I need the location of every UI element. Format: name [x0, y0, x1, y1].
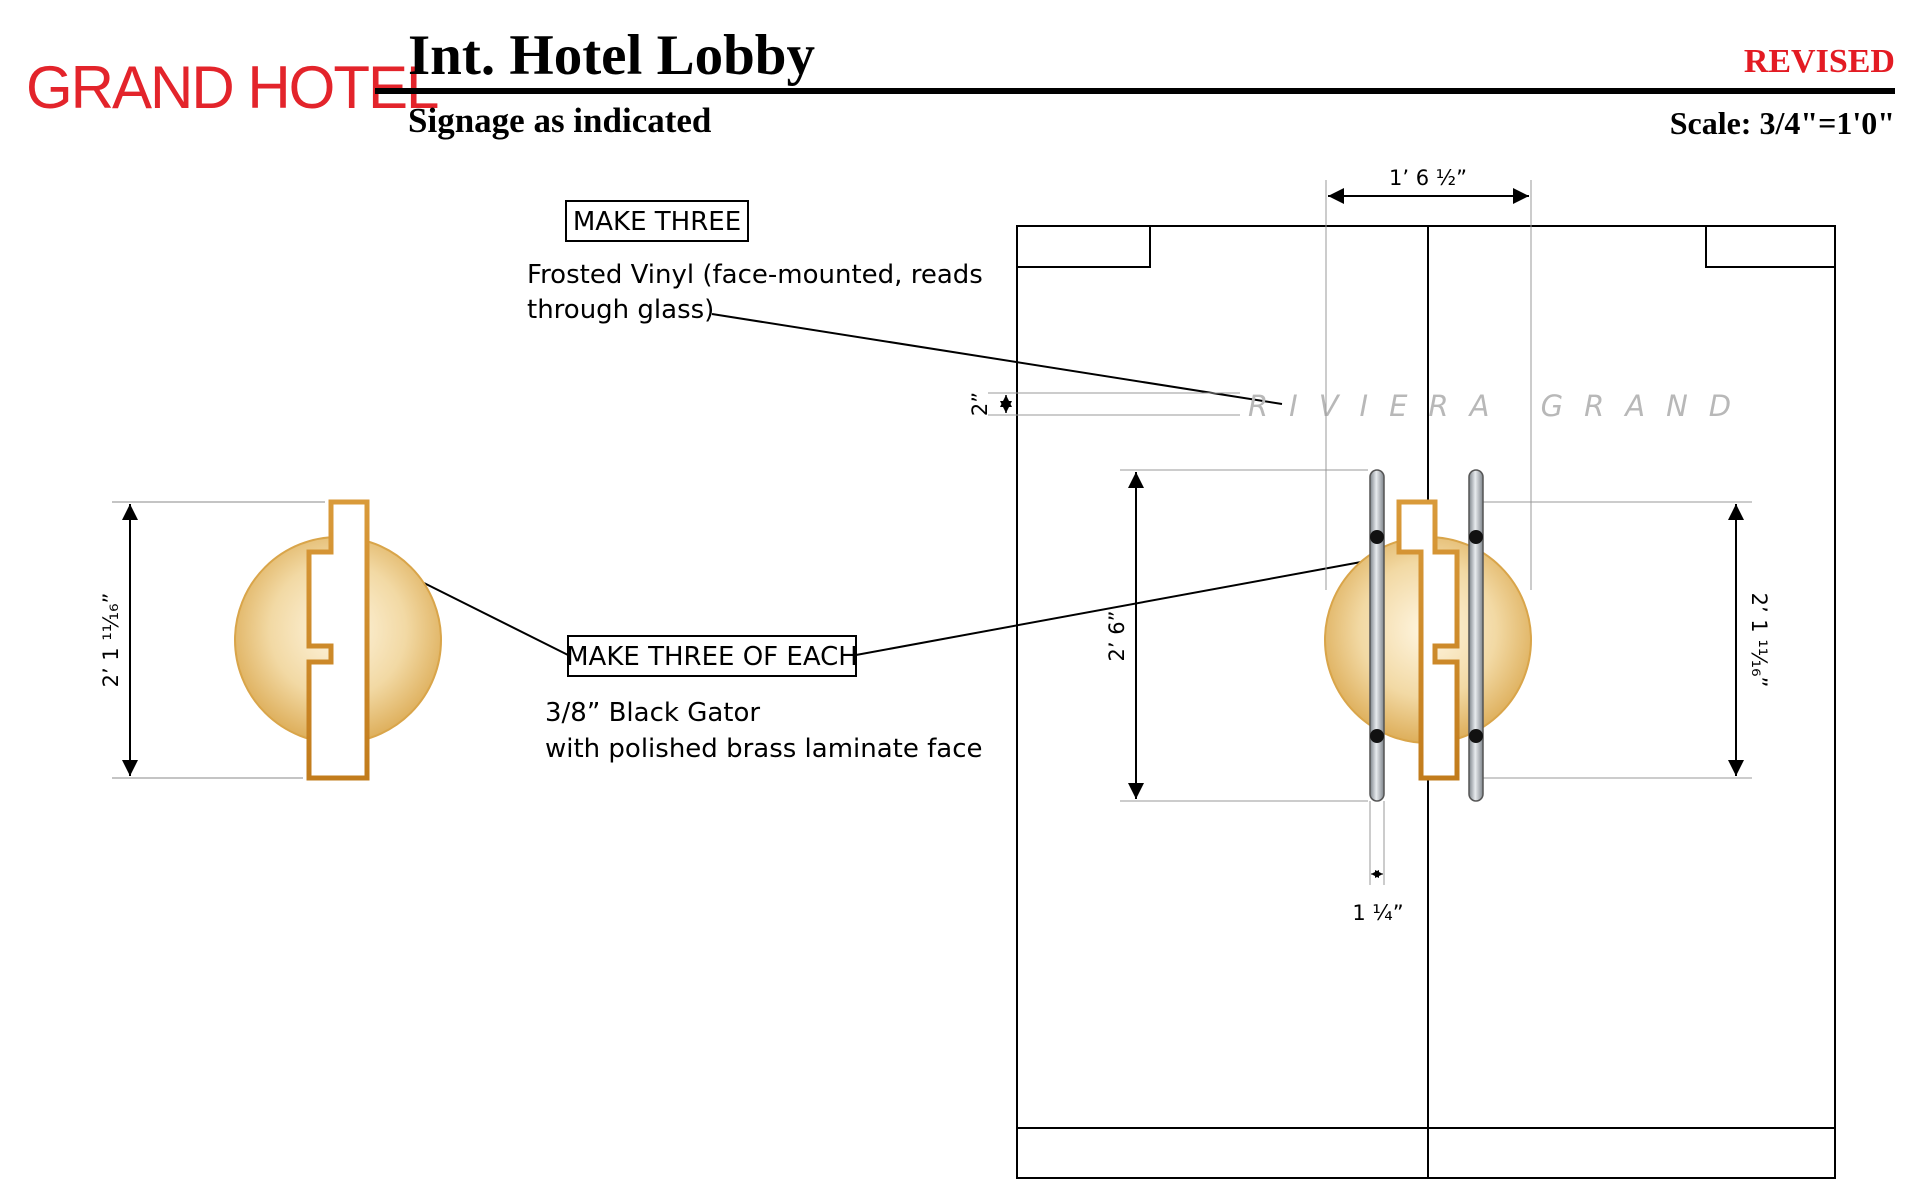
- top-patch-left: [1017, 226, 1151, 268]
- handle-standoff-left-bottom: [1370, 729, 1384, 743]
- vinyl-height-label: 2”: [968, 392, 992, 416]
- brand-logo: GRAND HOTEL: [26, 54, 438, 121]
- logo-height-right: 2’ 1 ¹¹⁄₁₆”: [1747, 593, 1771, 688]
- brass-logo-detail: [234, 499, 442, 781]
- door-frame: [1016, 225, 1836, 1179]
- handle-length-label: 2’ 6”: [1105, 611, 1129, 662]
- make-three-of-each-box: [567, 635, 857, 677]
- door-handle-left: [1369, 469, 1385, 802]
- brass-leader-right: [855, 559, 1373, 656]
- handle-standoff-right-bottom: [1469, 729, 1483, 743]
- brass-leader-left: [423, 582, 569, 656]
- page-title: Int. Hotel Lobby: [408, 24, 815, 87]
- handle-standoff-right-top: [1469, 530, 1483, 544]
- revised-badge: REVISED: [1744, 43, 1895, 80]
- door-brass-logo: [1324, 499, 1532, 781]
- vinyl-description-line2: through glass): [527, 295, 714, 325]
- brass-description-line2: with polished brass laminate face: [545, 734, 983, 764]
- make-three-of-each-label: MAKE THREE OF EACH: [566, 642, 858, 672]
- vinyl-lettering: RIVIERA GRAND: [1248, 389, 1752, 423]
- scale-label: Scale: 3/4"=1'0": [1670, 105, 1895, 141]
- handle-diameter-label: 1 ¼”: [1352, 901, 1403, 925]
- make-three-box: [565, 200, 749, 242]
- make-three-label: MAKE THREE: [573, 207, 741, 237]
- door-handle-right: [1468, 469, 1484, 802]
- vinyl-leader-line: [711, 313, 1283, 405]
- top-patch-right: [1705, 226, 1835, 268]
- vinyl-width-label: 1’ 6 ½”: [1389, 166, 1467, 190]
- logo-monogram: [306, 499, 370, 781]
- vinyl-description-line1: Frosted Vinyl (face-mounted, reads: [527, 260, 983, 290]
- handle-standoff-left-top: [1370, 530, 1384, 544]
- logo-height-left: 2’ 1 ¹¹⁄₁₆”: [99, 593, 123, 688]
- page-subtitle: Signage as indicated: [408, 101, 712, 140]
- door-logo-monogram: [1396, 499, 1460, 781]
- brass-description-line1: 3/8” Black Gator: [545, 698, 760, 728]
